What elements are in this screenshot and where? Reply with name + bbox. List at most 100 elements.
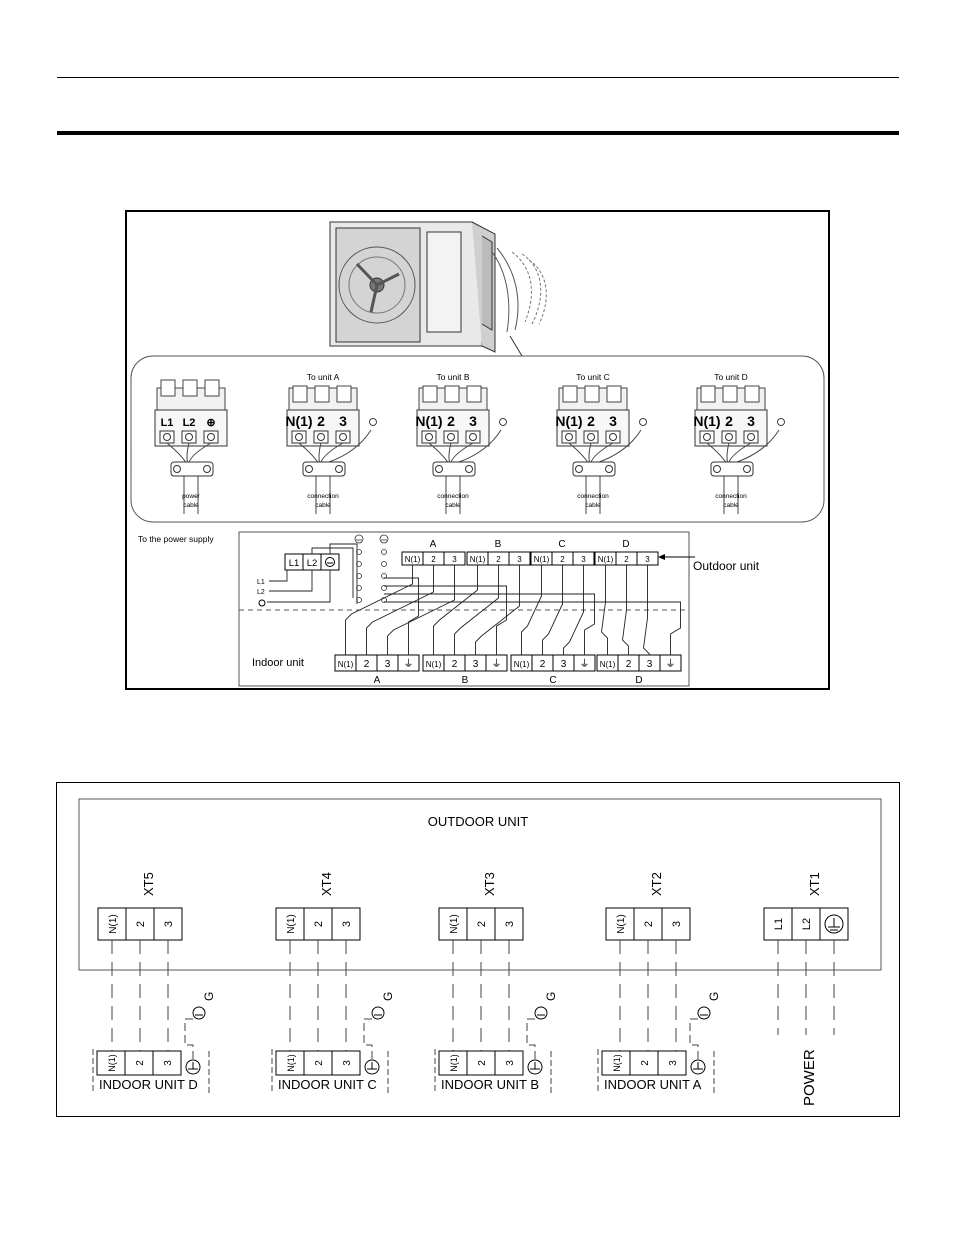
outdoor-pin-label: 3 bbox=[645, 555, 650, 564]
block-pin-cell bbox=[763, 907, 793, 941]
indoor-unit-label: INDOOR UNIT C bbox=[278, 1077, 377, 1092]
screw-terminal bbox=[743, 430, 759, 444]
indoor-pin-cell bbox=[124, 1050, 154, 1076]
indoor-pin-label: 3 bbox=[163, 1060, 174, 1066]
indoor-pin-label: N(1) bbox=[338, 660, 354, 669]
terminal-pin-label: L2 bbox=[183, 417, 196, 429]
block-pin-label: 2 bbox=[476, 921, 488, 927]
cable-label: connection bbox=[307, 493, 339, 500]
block-pin-cell bbox=[331, 907, 361, 941]
indoor-pin-label: 2 bbox=[477, 1060, 488, 1066]
screw-terminal bbox=[699, 430, 715, 444]
ground-icon bbox=[192, 1006, 206, 1020]
ground-icon bbox=[527, 1059, 543, 1075]
indoor-pin-label: 3 bbox=[505, 1060, 516, 1066]
cable-label: cable bbox=[315, 502, 331, 509]
cable-clamp bbox=[572, 461, 616, 477]
ground-screw-icon bbox=[777, 418, 785, 426]
indoor-pin-cell bbox=[152, 1050, 182, 1076]
outdoor-group-label: A bbox=[430, 539, 437, 550]
power-input-block: L1 L2 L1 L2 bbox=[257, 553, 340, 607]
block-pin-cell bbox=[494, 907, 524, 941]
screw-terminal bbox=[583, 430, 599, 444]
indoor-pin-label: ⏚ bbox=[666, 658, 676, 670]
power-block-l2: L2 bbox=[307, 558, 318, 569]
indoor-pin-cell bbox=[96, 1050, 126, 1076]
terminal-pin-label: ⊕ bbox=[206, 417, 215, 429]
ground-icon bbox=[534, 1006, 548, 1020]
outdoor-unit-outline bbox=[78, 798, 882, 971]
indoor-pin-label: 3 bbox=[473, 659, 479, 670]
ground-screw-icon bbox=[499, 418, 507, 426]
block-pin-label: 2 bbox=[643, 921, 655, 927]
ground-icon bbox=[697, 1006, 711, 1020]
outdoor-pin-label: 2 bbox=[431, 555, 436, 564]
feed-l1-label: L1 bbox=[257, 579, 265, 586]
terminal-heading: To unit B bbox=[436, 372, 469, 382]
indoor-group-label: A bbox=[374, 675, 381, 686]
block-pin-label: N(1) bbox=[286, 914, 297, 933]
indoor-pin-label: 2 bbox=[364, 659, 370, 670]
ground-icon bbox=[824, 914, 844, 934]
ground-screw-icon bbox=[369, 418, 377, 426]
indoor-pin-label: 2 bbox=[540, 659, 546, 670]
outdoor-unit-title: OUTDOOR UNIT bbox=[428, 814, 528, 829]
indoor-pin-label: ⏚ bbox=[492, 658, 502, 670]
ground-icon bbox=[690, 1059, 706, 1075]
cable-clamp bbox=[302, 461, 346, 477]
cable-label: power bbox=[182, 493, 201, 500]
block-name-label: XT4 bbox=[319, 872, 334, 896]
indoor-pin-cell bbox=[331, 1050, 361, 1076]
indoor-pin-label: 3 bbox=[647, 659, 653, 670]
cable-clamp bbox=[170, 461, 214, 477]
cable-clamp bbox=[432, 461, 476, 477]
screw-terminal bbox=[561, 430, 577, 444]
power-feed-wires bbox=[267, 543, 358, 604]
terminal-pin-label: 2 bbox=[587, 413, 595, 429]
outdoor-pin-label: N(1) bbox=[598, 555, 614, 564]
screw-terminal bbox=[465, 430, 481, 444]
indoor-pin-label: 3 bbox=[561, 659, 567, 670]
cable-label: cable bbox=[445, 502, 461, 509]
screw-terminal bbox=[335, 430, 351, 444]
indoor-pin-cell bbox=[657, 1050, 687, 1076]
block-pin-cell bbox=[605, 907, 635, 941]
indoor-group-label: C bbox=[549, 675, 556, 686]
indoor-pin-label: N(1) bbox=[107, 1054, 117, 1072]
screw-terminal bbox=[291, 430, 307, 444]
indoor-group-label: B bbox=[462, 675, 469, 686]
block-name-label: XT1 bbox=[807, 872, 822, 896]
block-name-label: XT2 bbox=[649, 872, 664, 896]
terminal-pin-label: 2 bbox=[317, 413, 325, 429]
indoor-unit-label: Indoor unit bbox=[252, 657, 304, 669]
terminal-heading: To unit C bbox=[576, 372, 610, 382]
screw-terminal bbox=[181, 430, 197, 444]
screw-terminal bbox=[605, 430, 621, 444]
ground-label: G bbox=[202, 992, 216, 1001]
outdoor-group-label: D bbox=[622, 539, 629, 550]
terminal-pin-label: N(1) bbox=[415, 413, 442, 429]
terminal-pin-label: 3 bbox=[339, 413, 347, 429]
block-pin-label: 3 bbox=[504, 921, 516, 927]
indoor-pin-label: 2 bbox=[314, 1060, 325, 1066]
terminal-pin-label: N(1) bbox=[555, 413, 582, 429]
outdoor-pin-label: N(1) bbox=[470, 555, 486, 564]
block-pin-cell bbox=[661, 907, 691, 941]
outdoor-group-label: C bbox=[558, 539, 565, 550]
terminal-detail-panel bbox=[130, 355, 825, 523]
cable-label: cable bbox=[723, 502, 739, 509]
block-pin-label: L1 bbox=[773, 918, 785, 930]
